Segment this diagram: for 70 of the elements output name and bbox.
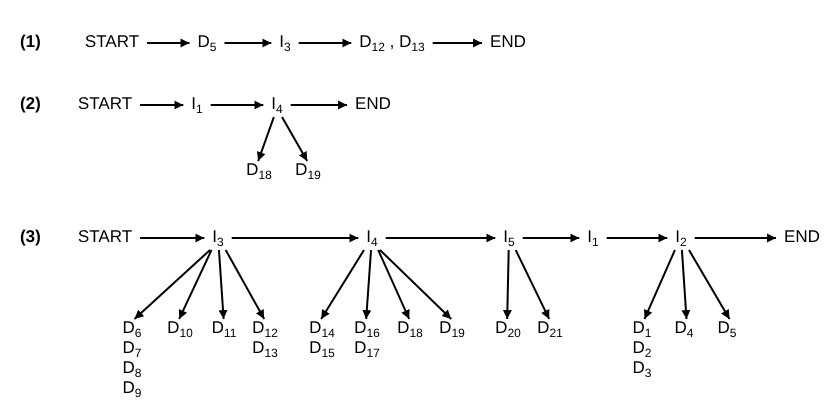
node-label: I$_{3}$ [212, 227, 224, 247]
arrow [680, 250, 690, 320]
node-label: I$_{1}$ [587, 227, 599, 247]
node-label: D$_{10}$ [167, 318, 193, 338]
arrow [140, 234, 204, 242]
arrow [379, 249, 452, 320]
row-number: (2) [20, 94, 41, 114]
node-label: START [78, 227, 132, 247]
node-label: START [84, 32, 140, 52]
node-label: D$_{12}$ [252, 318, 278, 338]
arrow [377, 250, 410, 320]
node-label: D$_{19}$ [439, 318, 465, 338]
node-label: D$_{7}$ [122, 338, 142, 358]
node-label: I$_{1}$ [191, 94, 203, 114]
arrow [514, 250, 550, 320]
node-label: D$_{19}$ [295, 160, 321, 180]
node-label: D$_{15}$ [309, 338, 335, 358]
node-label: D$_{17}$ [354, 338, 380, 358]
arrow [224, 250, 266, 320]
node-label: D$_{2}$ [632, 338, 652, 358]
node-label: END [355, 94, 391, 114]
node-label: D$_{3}$ [632, 358, 652, 378]
node-label: I$_{5}$ [503, 227, 515, 247]
arrow [218, 250, 228, 320]
node-label: D$_{20}$ [495, 318, 521, 338]
arrow [644, 250, 676, 320]
arrow [290, 100, 348, 110]
node-label: D$_{11}$ [212, 318, 236, 338]
arrow [134, 249, 211, 320]
node-label: END [490, 32, 526, 52]
node-label: D$_{8}$ [122, 358, 142, 378]
node-label: I$_{4}$ [366, 227, 378, 247]
node-label: END [784, 227, 820, 247]
arrow [386, 234, 496, 242]
node-label: D$_{21}$ [537, 318, 563, 338]
arrow [140, 100, 184, 110]
node-label: D$_{6}$ [122, 318, 142, 338]
arrow [178, 250, 212, 320]
row-number: (3) [20, 227, 41, 247]
node-label: START [78, 94, 132, 114]
node-label: I$_{4}$ [271, 94, 283, 114]
node-label: I$_{2}$ [675, 227, 687, 247]
arrow [432, 38, 482, 48]
node-label: D$_{9}$ [122, 378, 142, 398]
arrow [688, 250, 730, 320]
arrow [502, 250, 512, 320]
node-label: D$_{18}$ [397, 318, 423, 338]
arrow [298, 38, 352, 48]
node-label: D$_{5}$ [718, 318, 736, 338]
arrow [224, 38, 272, 48]
arrow [232, 234, 358, 242]
node-label: D$_{13}$ [252, 338, 278, 358]
arrow [320, 249, 365, 320]
node-label: D$_{4}$ [674, 318, 694, 338]
arrow [522, 234, 580, 242]
node-label: D$_{16}$ [354, 318, 380, 338]
arrow [606, 234, 668, 242]
arrow [281, 116, 308, 162]
node-label: D$_{5}$ [198, 32, 216, 52]
arrow [362, 250, 372, 320]
arrow [694, 234, 776, 242]
node-label: D$_{1}$ [632, 318, 652, 338]
node-label: D$_{14}$ [309, 318, 335, 338]
arrow [256, 116, 275, 162]
arrow [147, 38, 190, 48]
node-label: D$_{18}$ [246, 160, 272, 180]
node-label: D$_{12}$ , D$_{13}$ [359, 32, 425, 52]
row-number: (1) [20, 32, 41, 52]
arrow [210, 100, 264, 110]
node-label: I$_{3}$ [279, 32, 291, 52]
